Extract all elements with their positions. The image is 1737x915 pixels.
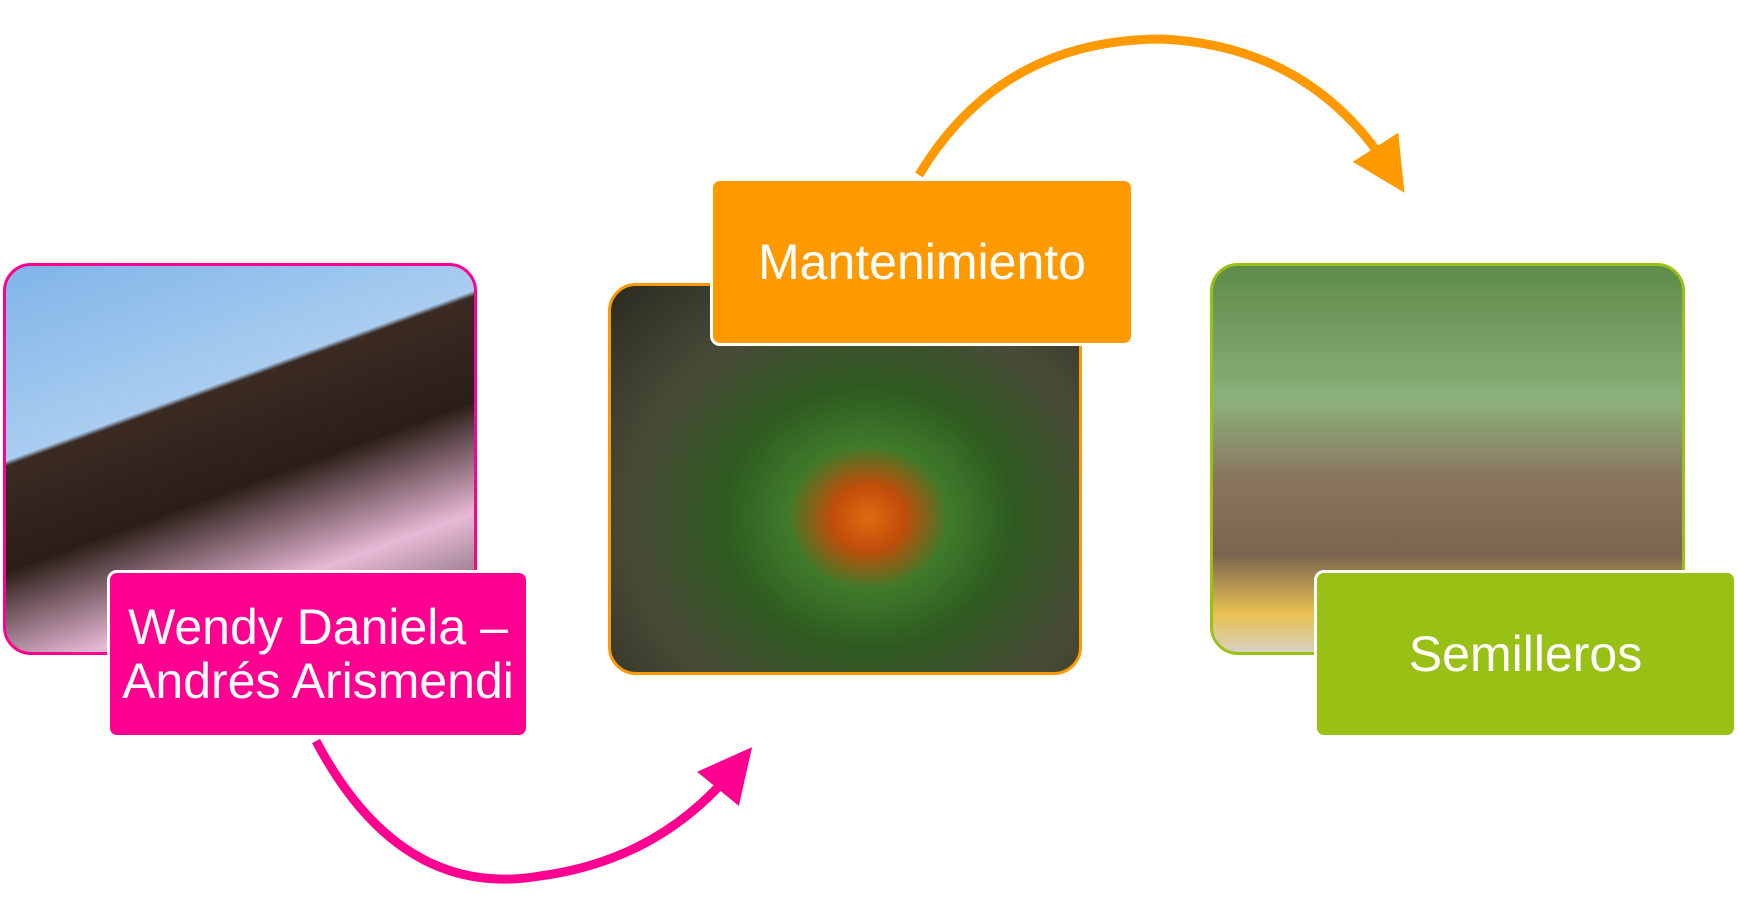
pink-arrow: [312, 738, 753, 884]
step-label-wendy-andres: Wendy Daniela – Andrés Arismendi: [107, 570, 529, 738]
orange-butterfly-photo: [608, 283, 1082, 675]
orange-arrow: [915, 34, 1405, 193]
step-label-mantenimiento: Mantenimiento: [710, 178, 1134, 346]
step-label-semilleros: Semilleros: [1314, 570, 1737, 738]
